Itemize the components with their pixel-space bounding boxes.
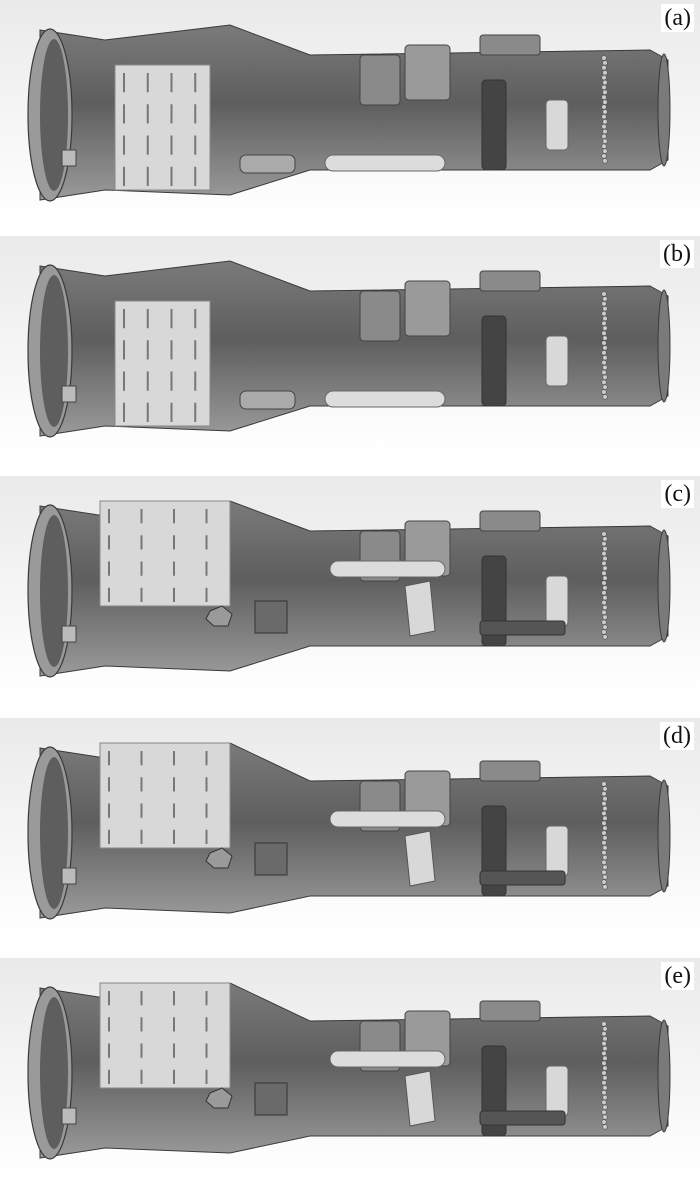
panel-e-hex-fitting [205,1087,233,1109]
panel-d-top-bracket [479,760,541,782]
panel-b-fuel-pipe [324,390,446,408]
panel-e-fuel-pipe [329,1050,446,1068]
panel-c-light-bracket [545,575,569,627]
panel-a-top-block-1 [359,54,401,106]
panel-c-top-bracket [479,510,541,532]
panel-d-light-bracket [545,825,569,877]
panel-c-lower-rail [479,620,566,636]
panel-d-inlet-throat [40,757,68,909]
panel-d-hex-fitting [205,847,233,869]
panel-a-outlet-end [657,53,671,167]
panel-e-connector-box [254,1082,288,1116]
panel-c: (c) [0,476,700,698]
panel-d-connector-box [254,842,288,876]
panel-d: (d) [0,718,700,940]
panel-e-inlet-tab [61,1107,77,1125]
panel-b-lower-fitting [239,390,296,410]
panel-a-inlet-throat [40,39,68,191]
panel-c-outlet-end [657,529,671,643]
panel-a-top-block-2 [404,44,451,101]
panel-b-top-block-2 [404,280,451,337]
panel-d-lower-rail [479,870,566,886]
panel-label-c: (c) [661,480,694,508]
panel-b-render [0,236,700,458]
panel-c-inlet-tab [61,625,77,643]
panel-d-fuel-pipe [329,810,446,828]
panel-a: (a) [0,0,700,222]
panel-e-top-bracket [479,1000,541,1022]
panel-a-cooling-jacket [114,64,211,191]
panel-e-inlet-throat [40,997,68,1149]
panel-label-e: (e) [661,962,694,990]
panel-e: (e) [0,958,700,1178]
panel-a-light-bracket [545,99,569,151]
panel-c-render [0,476,700,698]
panel-b-cooling-jacket [114,300,211,427]
panel-e-cooling-jacket [99,982,231,1089]
panel-c-fuel-pipe [329,560,446,578]
panel-e-light-bracket [545,1065,569,1117]
panel-c-inlet-throat [40,515,68,667]
panel-a-fuel-pipe [324,154,446,172]
panel-c-connector-box [254,600,288,634]
panel-c-curved-bracket [404,580,436,637]
panel-c-cooling-jacket [99,500,231,607]
panel-a-dark-band [481,79,507,171]
panel-b-light-bracket [545,335,569,387]
panel-d-outlet-end [657,779,671,893]
panel-b-inlet-throat [40,275,68,427]
panel-d-curved-bracket [404,830,436,887]
panel-b-top-bracket [479,270,541,292]
panel-b-outlet-end [657,289,671,403]
panel-c-hex-fitting [205,605,233,627]
panel-d-cooling-jacket [99,742,231,849]
panel-a-lower-fitting [239,154,296,174]
panel-b: (b) [0,236,700,458]
panel-e-curved-bracket [404,1070,436,1127]
panel-b-dark-band [481,315,507,407]
panel-d-render [0,718,700,940]
panel-d-inlet-tab [61,867,77,885]
panel-e-lower-rail [479,1110,566,1126]
panel-a-top-bracket [479,34,541,56]
panel-label-a: (a) [661,4,694,32]
panel-e-outlet-end [657,1019,671,1133]
panel-a-inlet-tab [61,149,77,167]
panel-label-b: (b) [660,240,694,268]
panel-e-render [0,958,700,1178]
panel-b-top-block-1 [359,290,401,342]
panel-a-render [0,0,700,222]
panel-label-d: (d) [660,722,694,750]
panel-b-inlet-tab [61,385,77,403]
